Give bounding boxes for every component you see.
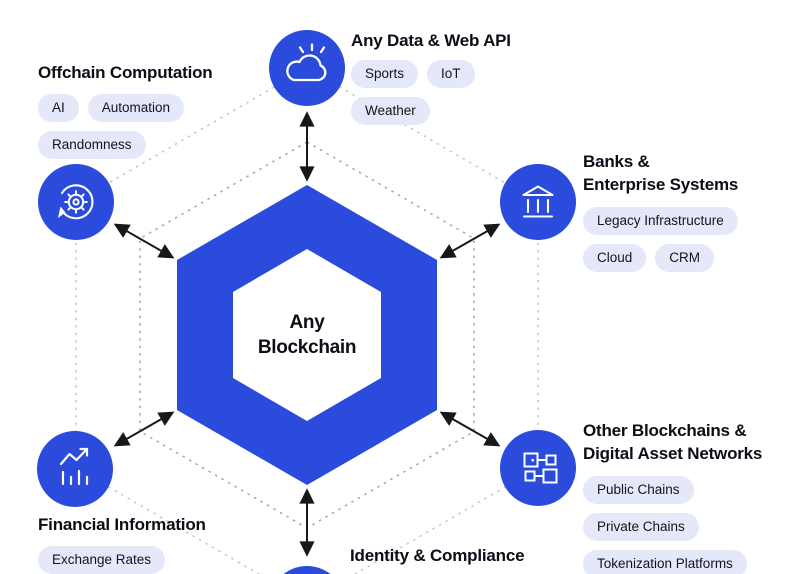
tag-list-chains: Public Chains Private Chains Tokenizatio… (583, 476, 788, 574)
tag-list-offchain: AI Automation Randomness (38, 94, 253, 159)
tag-list-banks: Legacy Infrastructure Cloud CRM (583, 207, 768, 272)
node-label-data-api: Any Data & Web API Sports IoT Weather (351, 29, 526, 125)
tag-pill: Private Chains (583, 513, 699, 541)
gear-cycle-icon (58, 184, 94, 220)
arrow-upper-right (439, 223, 501, 259)
node-label-chains: Other Blockchains & Digital Asset Networ… (583, 419, 788, 574)
tag-pill: Exchange Rates (38, 546, 166, 574)
tag-pill: Sports (351, 60, 419, 88)
node-circle-financial (37, 431, 113, 507)
tag-pill: CRM (655, 244, 715, 272)
center-hexagon-label: Any Blockchain (257, 312, 357, 358)
center-hexagon-inner (233, 249, 381, 421)
node-circle-identity (283, 566, 331, 574)
linked-blocks-icon (523, 452, 558, 484)
tag-pill: AI (38, 94, 79, 122)
arrow-lower-left (113, 411, 175, 447)
node-title-identity: Identity & Compliance (350, 546, 525, 565)
node-title-banks: Banks & Enterprise Systems (583, 152, 739, 194)
node-circle-offchain (38, 164, 114, 240)
tag-pill: Public Chains (583, 476, 694, 504)
cloud-sun-icon (286, 43, 327, 82)
node-circle-chains (500, 430, 576, 506)
tag-pill: Cloud (583, 244, 647, 272)
node-title-chains: Other Blockchains & Digital Asset Networ… (583, 421, 763, 463)
arrow-upper-left (113, 223, 175, 259)
tag-list-data-api: Sports IoT Weather (351, 60, 526, 125)
bank-icon (522, 185, 554, 218)
node-label-offchain: Offchain Computation AI Automation Rando… (38, 61, 253, 159)
node-title-financial: Financial Information (38, 515, 206, 534)
node-title-data-api: Any Data & Web API (351, 31, 511, 50)
tag-pill: Automation (87, 94, 185, 122)
node-label-identity: Identity & Compliance (350, 544, 525, 567)
node-title-offchain: Offchain Computation (38, 63, 213, 82)
tag-pill: Tokenization Platforms (583, 550, 747, 574)
node-label-banks: Banks & Enterprise Systems Legacy Infras… (583, 150, 768, 272)
tag-pill: Weather (351, 97, 430, 125)
tag-pill: Legacy Infrastructure (583, 207, 738, 235)
node-label-financial: Financial Information Exchange Rates (38, 513, 253, 574)
tag-pill: IoT (427, 60, 475, 88)
chart-growth-icon (59, 447, 89, 486)
bidirectional-arrows (113, 111, 501, 557)
tag-pill: Randomness (38, 131, 146, 159)
tag-list-financial: Exchange Rates (38, 546, 253, 574)
arrow-lower-right (439, 411, 501, 447)
node-circle-data-api (269, 30, 345, 106)
